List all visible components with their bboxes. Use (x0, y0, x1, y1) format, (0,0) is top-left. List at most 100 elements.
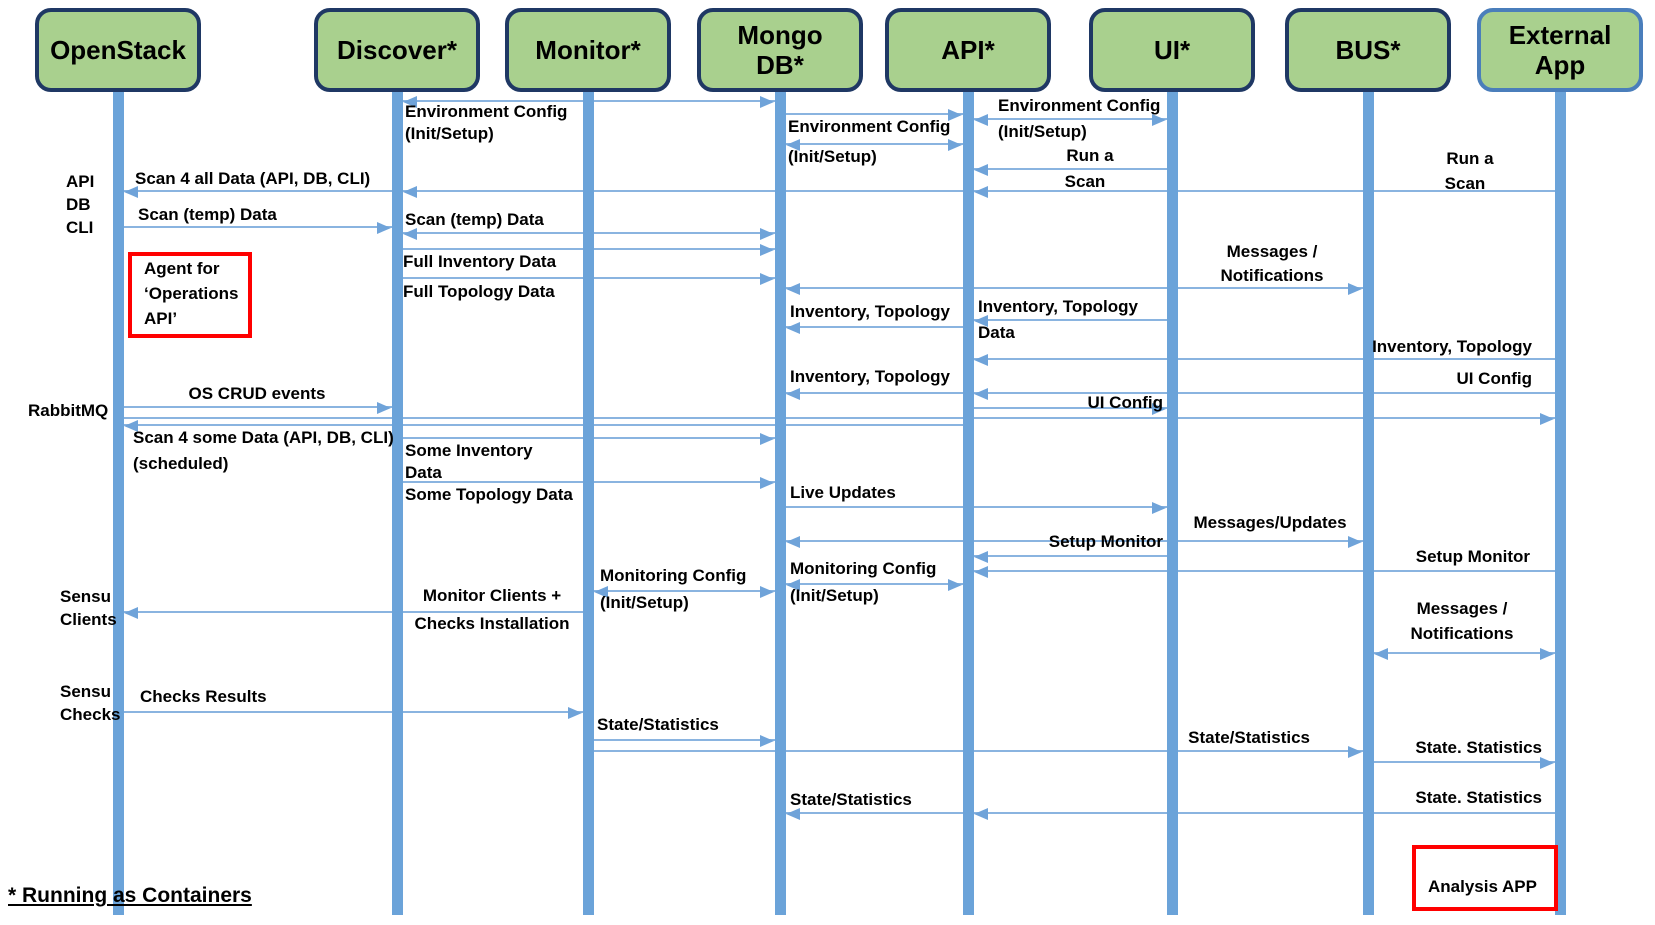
message-label: Messages /Notifications (1411, 596, 1514, 646)
arrowhead-left (124, 420, 138, 432)
arrowhead-left (974, 114, 988, 126)
actor-dis: Discover* (314, 8, 480, 92)
arrowhead-right (760, 96, 774, 108)
message-label-line: Environment Config (405, 102, 568, 121)
message-arrow (968, 358, 1560, 360)
message-label-line: Monitoring Config (600, 566, 747, 585)
agent-note: Agent for‘Operations API’ (128, 252, 252, 338)
message-label: Messages / Notifications (1221, 240, 1324, 288)
message-label-line: Inventory, Topology (1372, 337, 1532, 356)
message-label: State/Statistics (597, 714, 719, 736)
message-label-line: State/Statistics (790, 790, 912, 809)
arrowhead-right (1152, 502, 1166, 514)
message-arrow (118, 226, 397, 228)
arrowhead-right (948, 139, 962, 151)
actor-label: API* (941, 35, 995, 65)
arrowhead-left (594, 586, 608, 598)
arrowhead-left (403, 228, 417, 240)
message-arrow (968, 555, 1172, 557)
arrowhead-right (1540, 413, 1554, 425)
arrowhead-right (377, 222, 391, 234)
message-label: Messages/Updates (1193, 512, 1346, 534)
arrowhead-right (760, 433, 774, 445)
message-label-line: API (66, 172, 95, 191)
arrowhead-left (974, 566, 988, 578)
actor-os: OpenStack (35, 8, 201, 92)
message-label-line: (Init/Setup) (788, 147, 877, 166)
message-label-line: Scan 4 some Data (API, DB, CLI) (133, 428, 394, 447)
message-label-line: Some Inventory (405, 441, 533, 460)
message-label-line: Messages / (1226, 242, 1318, 261)
actor-label: Discover* (337, 35, 457, 65)
message-label: Live Updates (790, 482, 896, 504)
message-label: Inventory, Topology (1372, 336, 1532, 358)
arrowhead-left (124, 607, 138, 619)
arrowhead-left (786, 388, 800, 400)
arrowhead-right (1348, 746, 1362, 758)
message-label: Scan (1065, 171, 1106, 193)
arrowhead-left (974, 551, 988, 563)
message-label: Scan (temp) Data (405, 209, 544, 231)
annotation-text: API’ (144, 308, 178, 328)
message-label: State/Statistics (1188, 727, 1310, 749)
message-arrow (118, 424, 968, 426)
message-label-line: Setup Monitor (1415, 547, 1530, 566)
message-label: Inventory, Topology (978, 296, 1138, 318)
message-label: Environment Config (998, 95, 1160, 117)
arrowhead-left (786, 808, 800, 820)
lifeline-ext (1554, 92, 1566, 915)
lifeline-dis (391, 92, 403, 915)
message-label-line: State/Statistics (597, 715, 719, 734)
message-label-line: Live Updates (790, 483, 896, 502)
arrowhead-left (786, 536, 800, 548)
arrowhead-right (760, 477, 774, 489)
message-label-line: Scan (1064, 172, 1106, 191)
message-arrow (780, 583, 968, 585)
message-label: Inventory, Topology (790, 366, 950, 388)
message-label: Full Inventory Data (403, 251, 556, 273)
message-label: Run a (1066, 145, 1113, 167)
running-as-containers-note: * Running as Containers (8, 884, 252, 907)
arrowhead-right (1348, 536, 1362, 548)
message-label: Checks Installation (415, 613, 570, 635)
lifeline-api (962, 92, 974, 915)
message-arrow (968, 118, 1172, 120)
message-label: (Init/Setup) (790, 585, 879, 607)
message-label-line: Some Topology Data (405, 485, 573, 504)
message-arrow (968, 407, 1172, 409)
arrowhead-left (974, 315, 988, 327)
message-label-line: (Init/Setup) (405, 124, 494, 143)
arrowhead-right (760, 244, 774, 256)
message-label-line: UI Config (1456, 369, 1532, 388)
message-label-line: UI Config (1087, 393, 1163, 412)
message-label: Monitor Clients + (423, 585, 561, 607)
message-label-line: Full Topology Data (403, 282, 555, 301)
arrowhead-right (760, 735, 774, 747)
message-label-line: Full Inventory Data (403, 252, 557, 271)
arrowhead-left (974, 164, 988, 176)
message-label: (scheduled) (133, 453, 228, 475)
arrowhead-right (760, 228, 774, 240)
arrowhead-right (1152, 403, 1166, 415)
message-arrow (968, 570, 1560, 572)
message-arrow (968, 168, 1172, 170)
arrowhead-right (948, 109, 962, 121)
message-label-line: Inventory, Topology (790, 367, 950, 386)
actor-ui: UI* (1089, 8, 1255, 92)
message-label-line: Notifications (1220, 266, 1324, 285)
message-arrow (780, 113, 968, 115)
message-arrow (118, 711, 588, 713)
annotation-text: Analysis APP (1428, 877, 1537, 896)
arrowhead-right (1540, 757, 1554, 769)
actor-label: Monitor* (535, 35, 641, 65)
arrowhead-right (760, 586, 774, 598)
message-label-line: RabbitMQ (28, 401, 109, 420)
message-arrow (780, 143, 968, 145)
message-label: State. Statistics (1415, 737, 1542, 759)
message-label: (Init/Setup) (600, 592, 689, 614)
message-arrow (118, 406, 397, 408)
message-label-line: Monitor Clients + (422, 586, 562, 605)
message-arrow (780, 287, 1368, 289)
